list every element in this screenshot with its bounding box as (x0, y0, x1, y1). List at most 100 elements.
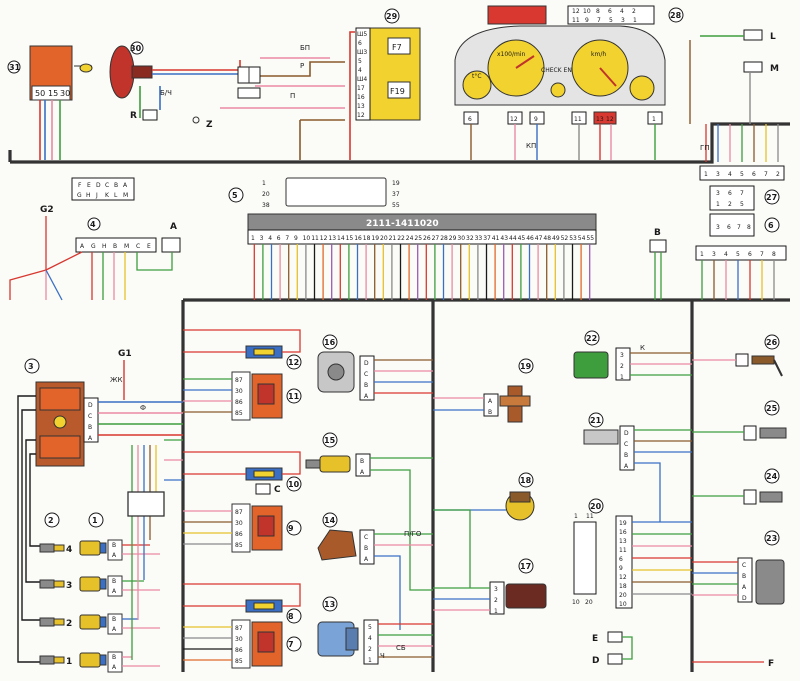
label-13: 13 (324, 600, 335, 609)
relay-31-pin-15: 15 (48, 89, 58, 98)
ecu-pin-30: 30 (457, 235, 465, 242)
svg-text:5: 5 (368, 624, 372, 631)
spark-plug-1: 1 (39, 655, 72, 667)
fuse-f7: F7 (392, 43, 402, 52)
svg-text:1: 1 (704, 171, 708, 178)
ecu-pin-12: 12 (320, 235, 328, 242)
svg-text:3: 3 (621, 17, 625, 24)
label-27: 27 (766, 193, 777, 202)
svg-text:7: 7 (740, 190, 744, 197)
svg-text:11: 11 (586, 513, 594, 520)
ecu-pin-3: 3 (260, 235, 264, 242)
sensor-15: 15 B A (305, 432, 433, 591)
svg-text:Ш3: Ш3 (357, 49, 367, 56)
wire-17-link (433, 509, 471, 588)
svg-text:19: 19 (392, 180, 400, 187)
spark-plug-3: 3 (39, 579, 72, 591)
fuse-8: 8 (183, 583, 302, 624)
svg-text:8: 8 (772, 251, 776, 258)
tachometer-label: x100/min (497, 51, 526, 58)
svg-text:6: 6 (727, 224, 731, 231)
svg-text:13: 13 (357, 103, 365, 110)
ecu-pin-49: 49 (552, 235, 560, 242)
top-wires (39, 31, 355, 160)
svg-text:C: C (364, 534, 368, 541)
temp-gauge-label: t°C (472, 73, 482, 80)
sensor-18: 18 (433, 472, 535, 521)
svg-text:B: B (742, 573, 746, 580)
svg-text:M: M (123, 192, 128, 199)
label-6: 6 (768, 221, 774, 230)
svg-text:12: 12 (572, 8, 580, 15)
label-28: 28 (670, 11, 682, 20)
ecu-pin-43: 43 (500, 235, 508, 242)
label-23: 23 (766, 534, 777, 543)
svg-text:2: 2 (368, 646, 372, 653)
svg-text:4: 4 (728, 171, 732, 178)
ignition-module-3: 3 D C B A G1 (17, 349, 183, 663)
svg-text:A: A (112, 552, 117, 559)
svg-text:K: K (105, 192, 110, 199)
svg-text:9: 9 (585, 17, 589, 24)
svg-text:87: 87 (235, 377, 243, 384)
key-icon (79, 63, 93, 73)
svg-text:H: H (86, 192, 91, 199)
ecu-pin-18: 18 (363, 235, 371, 242)
svg-text:5: 5 (609, 17, 613, 24)
svg-text:37: 37 (392, 191, 400, 198)
fuse-12: 12 (183, 329, 302, 370)
svg-text:1: 1 (620, 374, 624, 381)
label-31-circle (7, 60, 21, 74)
ecu-pin-13: 13 (328, 235, 336, 242)
svg-text:1: 1 (262, 180, 266, 187)
svg-text:D: D (364, 360, 369, 367)
ecu-pin-29: 29 (449, 235, 457, 242)
ecu-part-number: 2111-1411020 (366, 219, 439, 229)
svg-text:A: A (112, 588, 117, 595)
ecu-pin-46: 46 (526, 235, 534, 242)
wire-code-labels: БП Р Б/Ч П ЖК Ф КП П/ГО ГП СБ К Ч (110, 44, 710, 660)
svg-text:3: 3 (716, 171, 720, 178)
label-25: 25 (766, 404, 778, 413)
ecu-pin-9: 9 (294, 235, 298, 242)
diag-pin-11: 11 (619, 547, 627, 554)
svg-text:Р: Р (300, 62, 304, 70)
label-r: R (130, 111, 137, 121)
svg-text:6: 6 (748, 251, 752, 258)
svg-text:B: B (364, 545, 368, 552)
label-20: 20 (590, 502, 602, 511)
svg-text:11: 11 (288, 392, 300, 401)
diag-pin-19: 19 (619, 520, 627, 527)
relay-31-pin-30: 30 (60, 89, 70, 98)
sensor-19: 19 A B (433, 358, 534, 423)
svg-text:C: C (88, 413, 92, 420)
svg-text:85: 85 (235, 658, 243, 665)
svg-text:85: 85 (235, 410, 243, 417)
connector-c: C (255, 483, 281, 495)
svg-text:A: A (742, 584, 747, 591)
svg-text:16: 16 (357, 94, 365, 101)
svg-text:B: B (113, 243, 117, 250)
svg-text:A: A (88, 435, 93, 442)
ecu-pin-55: 55 (586, 235, 594, 242)
sensor-16: 16 D C B A (317, 334, 433, 401)
svg-text:12: 12 (510, 116, 518, 123)
svg-text:B: B (114, 182, 118, 189)
connector-27-block: 1 3 4 5 6 7 2 3 6 7 1 2 5 27 3 6 7 8 6 (695, 124, 787, 300)
svg-text:3: 3 (716, 190, 720, 197)
ecu-pin-27: 27 (432, 235, 440, 242)
svg-text:85: 85 (235, 542, 243, 549)
svg-text:86: 86 (235, 399, 243, 406)
label-f: F (768, 659, 774, 669)
svg-text:F: F (78, 182, 82, 189)
ecu-pin-32: 32 (466, 235, 474, 242)
spark-plug-4: 4 (39, 543, 72, 555)
svg-text:D: D (88, 402, 93, 409)
label-l: L (770, 32, 776, 42)
ecu-pin-25: 25 (414, 235, 422, 242)
diag-pin-18: 18 (619, 583, 627, 590)
label-4: 4 (90, 220, 96, 229)
svg-text:C: C (624, 441, 628, 448)
